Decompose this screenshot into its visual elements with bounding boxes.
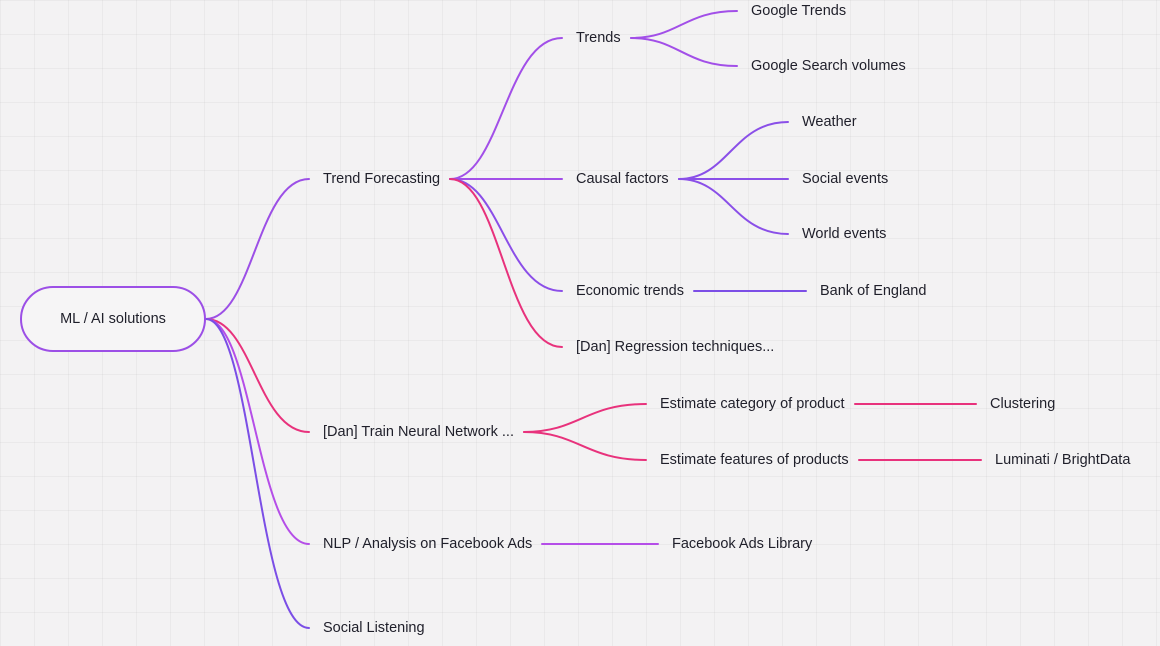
edge-nn-to-estcat [523,403,647,433]
edge-trend-to-trends [449,37,563,180]
node-social-listening[interactable]: Social Listening [323,620,425,636]
node-google-trends[interactable]: Google Trends [751,3,847,19]
edge-causal-to-world [678,178,789,235]
node-trends[interactable]: Trends [576,30,621,46]
node-trend-forecasting[interactable]: Trend Forecasting [323,171,441,187]
node-social-events[interactable]: Social events [802,171,889,187]
node-clustering[interactable]: Clustering [990,396,1056,412]
edge-causal-to-weather [678,121,789,180]
node-estimate-category-of-product[interactable]: Estimate category of product [660,396,845,412]
node-bank-of-england[interactable]: Bank of England [820,283,927,299]
node-nlp-analysis-on-facebook-ads[interactable]: NLP / Analysis on Facebook Ads [323,536,533,552]
node-google-search-volumes[interactable]: Google Search volumes [751,58,906,74]
edge-trends-to-gtrends [630,10,738,39]
node-dan-train-neural-network[interactable]: [Dan] Train Neural Network ... [323,424,514,440]
node-dan-regression-techniques[interactable]: [Dan] Regression techniques... [576,339,775,355]
edge-trend-to-econ [449,178,563,292]
node-world-events[interactable]: World events [802,226,887,242]
edge-root-to-listen [205,318,310,629]
node-estimate-features-of-products[interactable]: Estimate features of products [660,452,849,468]
node-root-ml-ai-solutions[interactable]: ML / AI solutions [20,286,206,352]
node-weather[interactable]: Weather [802,114,857,130]
node-facebook-ads-library[interactable]: Facebook Ads Library [672,536,813,552]
node-economic-trends[interactable]: Economic trends [576,283,684,299]
node-causal-factors[interactable]: Causal factors [576,171,669,187]
edge-root-to-nlp [205,318,310,545]
edge-nn-to-estfeat [523,431,647,461]
edge-trends-to-gsearch [630,37,738,67]
edge-trend-to-regr [449,178,563,348]
edge-root-to-nn [205,318,310,433]
node-luminati-brightdata[interactable]: Luminati / BrightData [995,452,1131,468]
edge-root-to-trend [205,178,310,320]
